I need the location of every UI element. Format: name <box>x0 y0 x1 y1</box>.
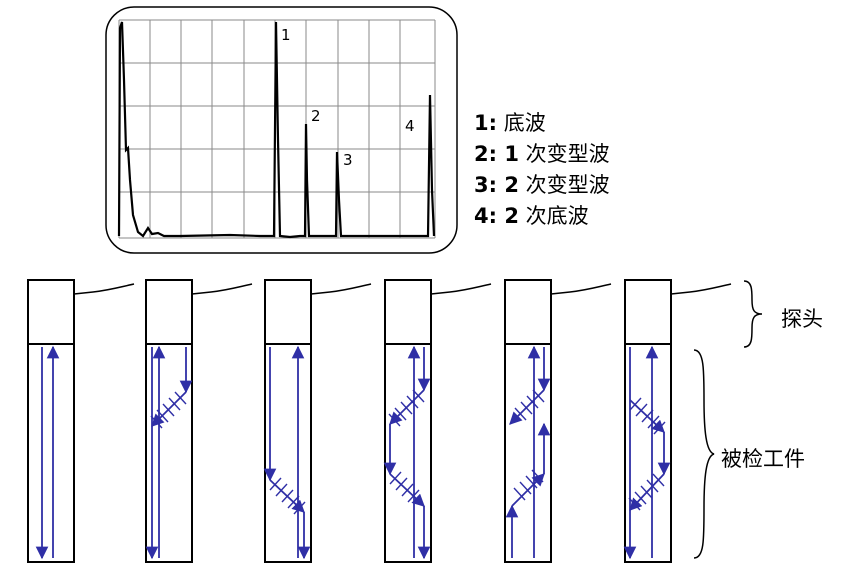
probe-label: 探头 <box>781 307 823 331</box>
peak-labels: 1 2 3 4 <box>281 26 415 169</box>
probe-head <box>504 279 552 345</box>
legend-num: 1: <box>474 111 498 135</box>
probe-head <box>27 279 75 345</box>
probe-cable <box>73 283 135 295</box>
probe-assembly-6 <box>623 279 732 563</box>
peak-label-3: 3 <box>343 151 353 169</box>
probe-head <box>624 279 672 345</box>
legend-num: 4: 2 <box>474 204 519 228</box>
legend-num: 2: 1 <box>474 142 519 166</box>
probe-brace <box>743 280 763 348</box>
sound-path <box>263 345 311 560</box>
peak-label-2: 2 <box>311 107 321 125</box>
probe-head <box>145 279 193 345</box>
probe-cable <box>670 283 732 295</box>
probe-assembly-5 <box>504 279 612 563</box>
workpiece-bar <box>384 343 432 563</box>
peak-label-4: 4 <box>405 117 415 135</box>
workpiece-bar <box>145 343 193 563</box>
legend-text: 次底波 <box>525 204 589 228</box>
peak-legend: 1: 底波 2: 1 次变型波 3: 2 次变型波 4: 2 次底波 <box>474 108 610 232</box>
probe-cable <box>310 283 372 295</box>
sound-path <box>505 345 551 558</box>
probe-head <box>384 279 432 345</box>
legend-item: 3: 2 次变型波 <box>474 170 610 201</box>
echo-trace <box>117 21 436 239</box>
probe-cable <box>191 283 253 295</box>
probe-assembly-4 <box>383 279 492 563</box>
sound-path <box>383 345 431 560</box>
sound-path <box>623 345 671 560</box>
probe-assembly-3 <box>263 279 372 563</box>
probe-cable <box>550 283 612 295</box>
workpiece-bar <box>624 343 672 563</box>
probe-head <box>264 279 312 345</box>
workpiece-bar <box>504 343 552 563</box>
legend-item: 4: 2 次底波 <box>474 201 610 232</box>
probe-assembly-1 <box>27 279 135 563</box>
legend-item: 2: 1 次变型波 <box>474 139 610 170</box>
workpiece-label: 被检工件 <box>721 447 805 471</box>
legend-num: 3: 2 <box>474 173 519 197</box>
probe-cable <box>430 283 492 295</box>
workpiece-bar <box>27 343 75 563</box>
legend-item: 1: 底波 <box>474 108 610 139</box>
sound-path <box>35 345 60 560</box>
legend-text: 底波 <box>503 111 546 135</box>
workpiece-brace <box>693 349 715 559</box>
legend-text: 次变型波 <box>525 142 610 166</box>
peak-label-1: 1 <box>281 26 291 44</box>
workpiece-bar <box>264 343 312 563</box>
legend-text: 次变型波 <box>525 173 610 197</box>
probe-assembly-2 <box>145 279 253 563</box>
oscilloscope-screen: 1 2 3 4 <box>105 6 458 254</box>
sound-path <box>145 345 193 560</box>
